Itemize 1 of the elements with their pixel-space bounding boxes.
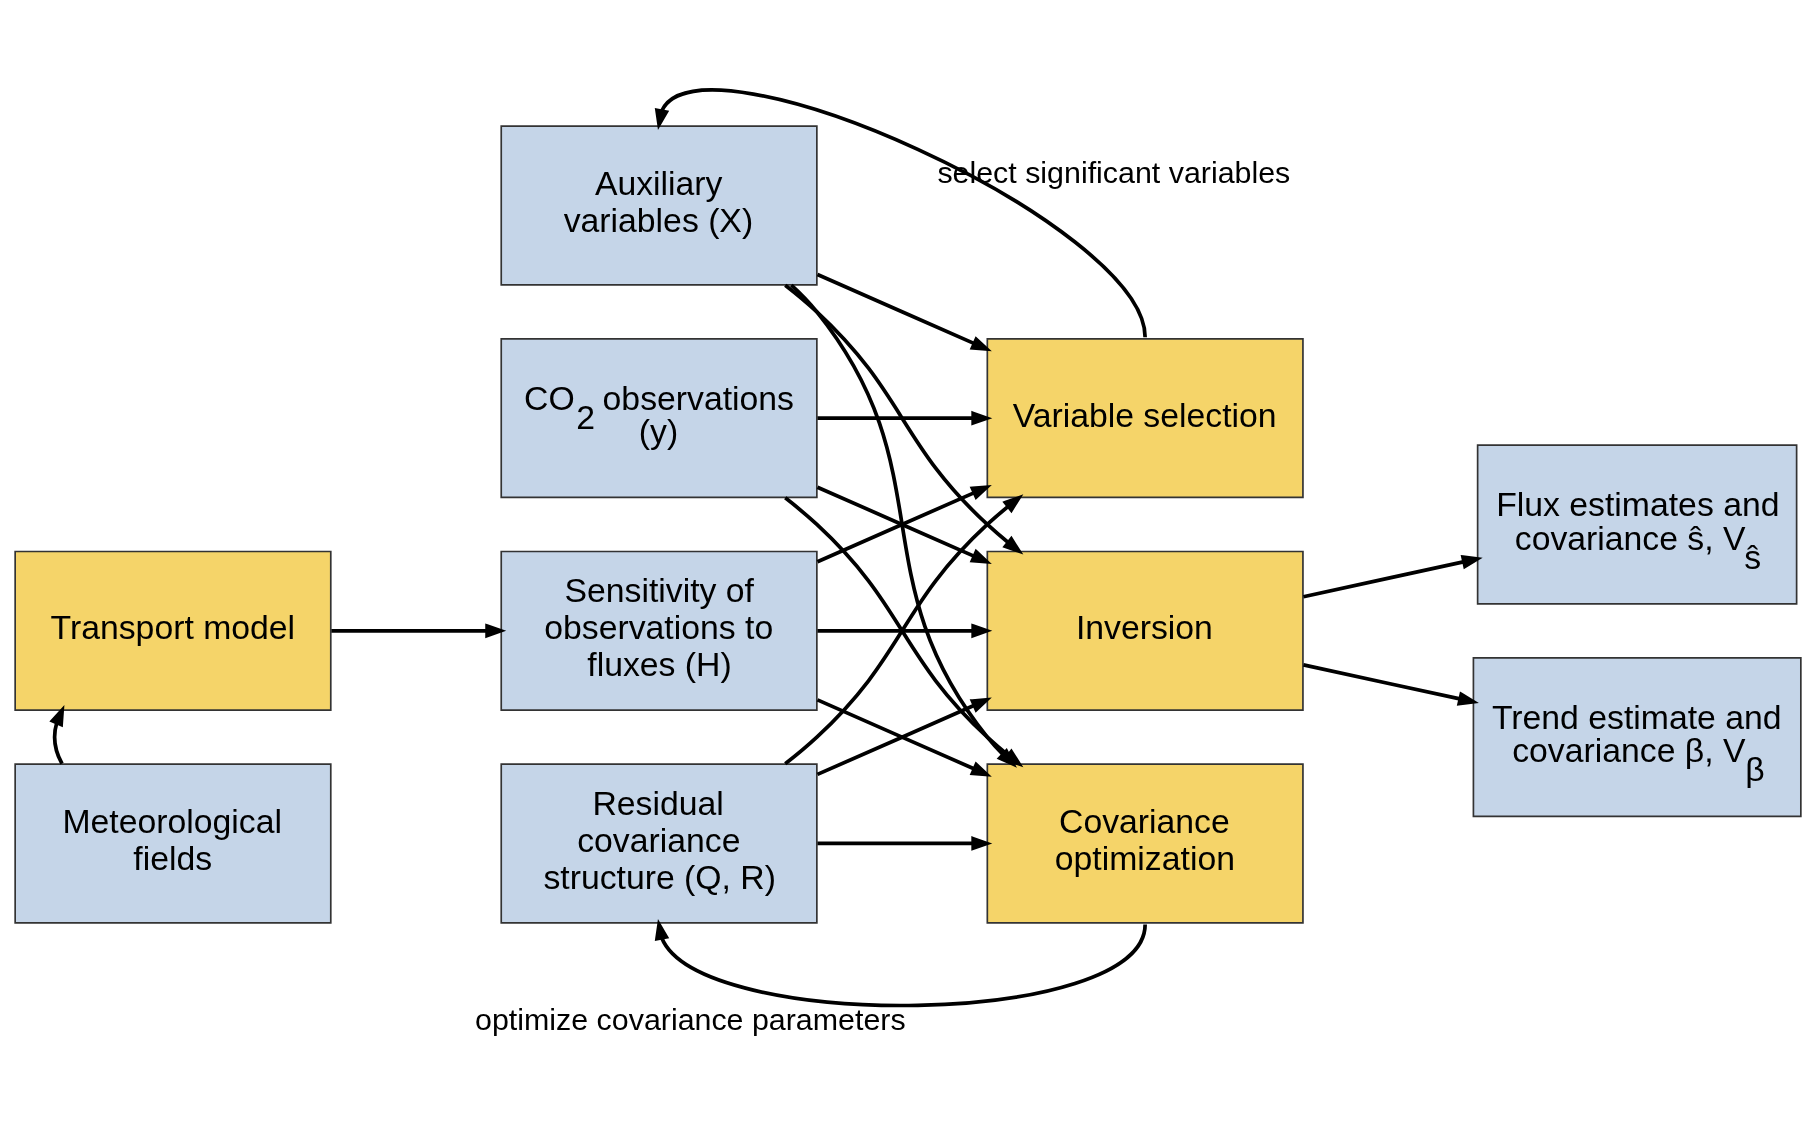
edge-label: optimize covariance parameters (475, 1001, 906, 1036)
